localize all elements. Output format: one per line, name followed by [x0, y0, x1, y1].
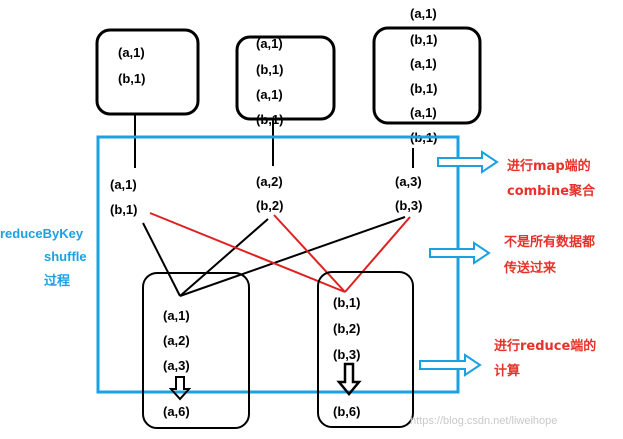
- reduce-b-result: (b,6): [333, 404, 360, 419]
- shuffle-line-a3: [179, 216, 406, 297]
- combined-b-2: (b,2): [256, 198, 283, 213]
- shuffle-label-line-1: reduceByKey: [0, 226, 84, 241]
- reduce-note-arrow: [419, 353, 482, 377]
- reduce-b-input: (b,3): [333, 347, 360, 362]
- combine-note-arrow: [437, 150, 499, 174]
- map-block-1-record: (b,1): [118, 71, 145, 86]
- reduce-a-result: (a,6): [163, 404, 190, 419]
- map-block-1: [95, 28, 200, 116]
- map-block-3-record: (b,1): [410, 32, 437, 47]
- map-block-2-record: (b,1): [256, 62, 283, 77]
- combined-b-3: (b,3): [395, 198, 422, 213]
- map-block-2-record: (a,1): [256, 87, 283, 102]
- reduce-b-input: (b,2): [333, 321, 360, 336]
- combined-a-1: (a,1): [110, 177, 137, 192]
- map-block-3-record: (a,1): [410, 105, 437, 120]
- shuffle-label-line-3: 过程: [44, 273, 70, 288]
- map-block-3: [372, 26, 482, 125]
- combine-note-line-2: combine聚合: [507, 183, 596, 199]
- reduce-a-input: (a,2): [163, 333, 190, 348]
- shuffle-line-b3: [344, 216, 411, 293]
- partial-note-arrow: [429, 241, 491, 265]
- shuffle-line-b1: [149, 212, 346, 293]
- reduce-a-input: (a,1): [163, 308, 190, 323]
- reduce-block-b: [317, 271, 414, 428]
- shuffle-line-a2: [179, 218, 269, 297]
- combine-note-line-1: 进行map端的: [507, 158, 591, 174]
- watermark: https://blog.csdn.net/liweihope: [410, 415, 557, 427]
- shuffle-box: [96, 135, 460, 394]
- reduce-block-a: [142, 272, 250, 429]
- map-block-1-record: (a,1): [118, 45, 145, 60]
- map-block-2-record: (a,1): [256, 36, 283, 51]
- map-block-3-record: (a,1): [410, 6, 437, 21]
- partial-note-line-2: 传送过来: [503, 260, 557, 276]
- reduce-b-input: (b,1): [333, 295, 360, 310]
- shuffle-line-b2: [273, 214, 346, 293]
- reduce-a-down-arrow: [168, 376, 192, 401]
- map-block-2: [235, 35, 336, 121]
- combined-b-1: (b,1): [110, 202, 137, 217]
- map-block-3-record: (a,1): [410, 56, 437, 71]
- reduce-note-line-2: 计算: [494, 363, 520, 379]
- map-block-3-record: (b,1): [410, 81, 437, 96]
- partial-note-line-1: 不是所有数据都: [504, 234, 595, 250]
- combined-a-3: (a,3): [395, 174, 422, 189]
- shuffle-label-line-2: shuffle: [44, 249, 87, 264]
- combined-a-2: (a,2): [256, 174, 283, 189]
- shuffle-line-a1: [142, 222, 181, 297]
- reduce-b-down-arrow: [336, 362, 362, 396]
- map-block-2-record: (b,1): [256, 112, 283, 127]
- reduce-note-line-1: 进行reduce端的: [494, 338, 596, 354]
- reduce-a-input: (a,3): [163, 358, 190, 373]
